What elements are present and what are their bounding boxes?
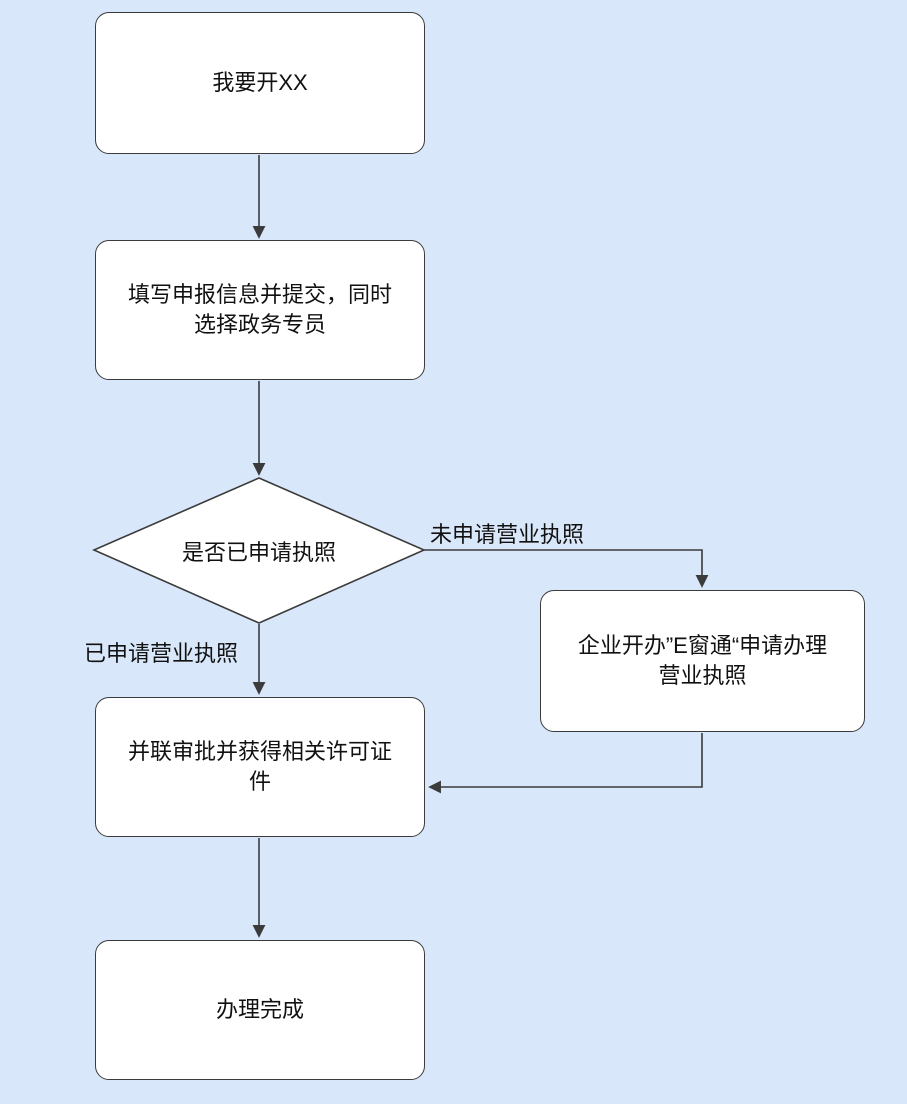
edge-ewindow-to-approval [428, 733, 703, 794]
node-ewindow: 企业开办”E窗通“申请办理 营业执照 [540, 590, 865, 732]
edge-label-not-applied: 未申请营业执照 [430, 522, 585, 547]
node-decision-label: 是否已申请执照 [181, 539, 336, 565]
node-done-label: 办理完成 [215, 997, 304, 1023]
node-ewindow-label: 企业开办”E窗通“申请办理 营业执照 [577, 633, 828, 688]
node-fill-info: 填写申报信息并提交，同时 选择政务专员 [95, 240, 425, 380]
node-start: 我要开XX [95, 12, 425, 154]
node-start-label: 我要开XX [212, 70, 308, 96]
node-fill-info-label: 填写申报信息并提交，同时 选择政务专员 [127, 282, 392, 337]
node-approval: 并联审批并获得相关许可证 件 [95, 697, 425, 837]
decision-diamond-shape [92, 477, 426, 624]
edge-decision-to-ewindow [424, 549, 709, 588]
node-approval-label: 并联审批并获得相关许可证 件 [127, 739, 392, 794]
node-done: 办理完成 [95, 940, 425, 1080]
edge-label-applied: 已申请营业执照 [84, 641, 239, 666]
node-decision: 是否已申请执照 [94, 478, 424, 623]
